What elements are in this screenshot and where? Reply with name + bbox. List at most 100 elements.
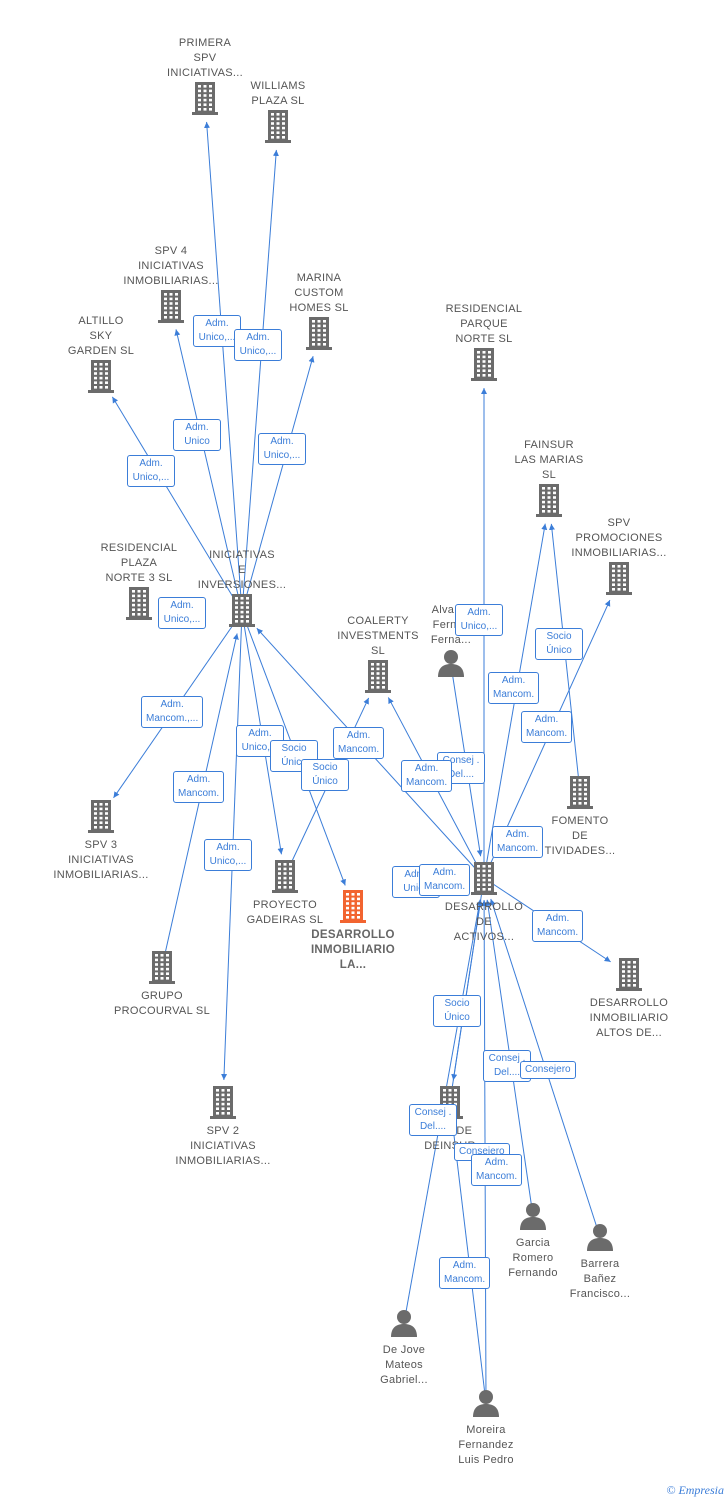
relation-badge[interactable]: Adm. Mancom. [532, 910, 584, 942]
relation-badge[interactable]: Adm. Unico [173, 419, 221, 451]
building-icon [215, 859, 355, 898]
relation-badge[interactable]: Adm. Mancom. [492, 826, 544, 858]
building-icon [549, 561, 689, 600]
node-label: Barrera Bañez Francisco... [569, 1258, 631, 1300]
building-icon [559, 957, 699, 996]
node-label: Garcia Romero Fernando [508, 1237, 558, 1279]
building-icon [308, 659, 448, 698]
node-spv3[interactable]: SPV 3 INICIATIVAS INMOBILIARIAS... [31, 799, 171, 883]
edge-iniciativas-altillo [111, 396, 243, 613]
node-label: FOMENTO DE TIVIDADES... [544, 815, 616, 857]
node-label: DESARROLLO DE ACTIVOS... [444, 901, 524, 943]
node-label: RESIDENCIAL PARQUE NORTE SL [445, 303, 523, 345]
relation-badge[interactable]: Adm. Mancom. [173, 771, 225, 803]
building-icon [153, 1085, 293, 1124]
node-label: DESARROLLO INMOBILIARIO LA... [310, 929, 396, 971]
building-icon [31, 359, 171, 398]
node-main[interactable]: DESARROLLO INMOBILIARIO LA... [283, 889, 423, 973]
relation-badge[interactable]: Adm. Unico,... [258, 433, 306, 465]
node-label: Moreira Fernandez Luis Pedro [458, 1424, 514, 1466]
building-icon [92, 950, 232, 989]
relation-badge[interactable]: Adm. Unico,... [127, 455, 175, 487]
person-icon [334, 1308, 474, 1343]
relation-badge[interactable]: Adm. Unico,... [158, 597, 206, 629]
edge-iniciativas-williams [241, 149, 279, 613]
node-altos[interactable]: DESARROLLO INMOBILIARIO ALTOS DE... [559, 957, 699, 1041]
node-marina[interactable]: MARINA CUSTOM HOMES SL [249, 271, 389, 355]
node-label: RESIDENCIAL PLAZA NORTE 3 SL [100, 542, 178, 584]
relation-badge[interactable]: Adm. Mancom. [401, 760, 453, 792]
person-icon [381, 648, 521, 683]
node-gadeiras[interactable]: PROYECTO GADEIRAS SL [215, 859, 355, 928]
relation-badge[interactable]: Adm. Mancom.,... [141, 696, 204, 728]
node-iniciativas[interactable]: INICIATIVAS E INVERSIONES... [172, 548, 312, 632]
relation-badge[interactable]: Socio Único [433, 995, 481, 1027]
node-williams[interactable]: WILLIAMS PLAZA SL [208, 79, 348, 148]
brand-footer: © Empresia [666, 1483, 724, 1498]
building-icon [479, 483, 619, 522]
person-icon [530, 1222, 670, 1257]
node-procourval[interactable]: GRUPO PROCOURVAL SL [92, 950, 232, 1019]
relation-badge[interactable]: Adm. Mancom. [471, 1154, 523, 1186]
relation-badge[interactable]: Consejero [520, 1061, 576, 1079]
node-barrera[interactable]: Barrera Bañez Francisco... [530, 1222, 670, 1302]
building-icon [31, 799, 171, 838]
edge-iniciativas-primera [204, 121, 243, 613]
node-resplaza[interactable]: RESIDENCIAL PLAZA NORTE 3 SL [69, 541, 209, 625]
node-label: PROYECTO GADEIRAS SL [246, 899, 324, 926]
relation-badge[interactable]: Consej . Del.... [409, 1104, 457, 1136]
node-label: SPV 2 INICIATIVAS INMOBILIARIAS... [175, 1125, 271, 1167]
node-resparque[interactable]: RESIDENCIAL PARQUE NORTE SL [414, 302, 554, 386]
building-icon [135, 81, 275, 120]
relation-badge[interactable]: Adm. Mancom. [521, 711, 573, 743]
node-altillo[interactable]: ALTILLO SKY GARDEN SL [31, 314, 171, 398]
node-spv2[interactable]: SPV 2 INICIATIVAS INMOBILIARIAS... [153, 1085, 293, 1169]
node-moreira[interactable]: Moreira Fernandez Luis Pedro [416, 1388, 556, 1468]
relation-badge[interactable]: Adm. Mancom. [439, 1257, 491, 1289]
relation-badge[interactable]: Adm. Mancom. [333, 727, 385, 759]
building-icon [208, 109, 348, 148]
node-label: INICIATIVAS E INVERSIONES... [197, 549, 287, 591]
copyright-symbol: © [666, 1483, 676, 1497]
relation-badge[interactable]: Adm. Unico,... [204, 839, 252, 871]
building-icon [283, 889, 423, 928]
node-label: SPV 4 INICIATIVAS INMOBILIARIAS... [123, 245, 219, 287]
building-icon [414, 347, 554, 386]
relation-badge[interactable]: Adm. Unico,... [234, 329, 282, 361]
relation-badge[interactable]: Adm. Mancom. [488, 672, 540, 704]
node-coalerty[interactable]: COALERTY INVESTMENTS SL [308, 614, 448, 698]
edge-iniciativas-marina [241, 356, 315, 613]
building-icon [101, 289, 241, 328]
relation-badge[interactable]: Socio Único [535, 628, 583, 660]
node-label: MARINA CUSTOM HOMES SL [289, 272, 349, 314]
building-icon [69, 586, 209, 625]
node-desactivos[interactable]: DESARROLLO DE ACTIVOS... [414, 861, 554, 945]
building-icon [414, 861, 554, 900]
node-garcia[interactable]: Garcia Romero Fernando [463, 1201, 603, 1281]
node-label: ALTILLO SKY GARDEN SL [67, 315, 135, 357]
brand-name: Empresia [678, 1483, 724, 1497]
relation-badge[interactable]: Adm. Unico,... [455, 604, 503, 636]
node-fomento[interactable]: FOMENTO DE TIVIDADES... [510, 775, 650, 859]
node-label: COALERTY INVESTMENTS SL [337, 615, 419, 657]
relation-badge[interactable]: Socio Único [301, 759, 349, 791]
node-label: De Jove Mateos Gabriel... [380, 1344, 428, 1386]
building-icon [510, 775, 650, 814]
node-spv4[interactable]: SPV 4 INICIATIVAS INMOBILIARIAS... [101, 244, 241, 328]
relation-badge[interactable]: Adm. Unico,... [193, 315, 241, 347]
node-label: DESARROLLO INMOBILIARIO ALTOS DE... [589, 997, 669, 1039]
building-icon [172, 593, 312, 632]
node-spvpromo[interactable]: SPV PROMOCIONES INMOBILIARIAS... [549, 516, 689, 600]
relation-badge[interactable]: Adm. Mancom. [419, 864, 471, 896]
person-icon [463, 1201, 603, 1236]
node-label: GRUPO PROCOURVAL SL [113, 990, 210, 1017]
node-dejove[interactable]: De Jove Mateos Gabriel... [334, 1308, 474, 1388]
node-label: WILLIAMS PLAZA SL [250, 80, 306, 107]
edge-iniciativas-spv4 [174, 329, 243, 613]
person-icon [416, 1388, 556, 1423]
node-primera[interactable]: PRIMERA SPV INICIATIVAS... [135, 36, 275, 120]
node-label: SPV 3 INICIATIVAS INMOBILIARIAS... [53, 839, 149, 881]
node-fainsur[interactable]: FAINSUR LAS MARIAS SL [479, 438, 619, 522]
node-label: FAINSUR LAS MARIAS SL [514, 439, 584, 481]
building-icon [249, 316, 389, 355]
